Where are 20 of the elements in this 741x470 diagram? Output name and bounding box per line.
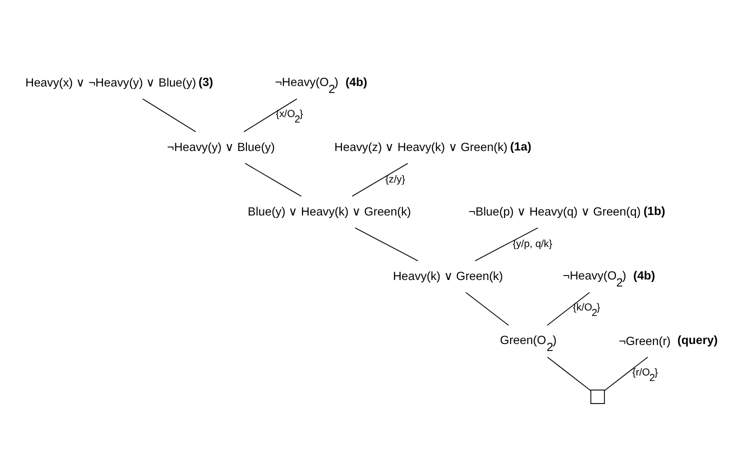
node-text: Heavy(z) ∨ Heavy(k) ∨ Green(k) (1a) <box>334 138 532 154</box>
node-text: ¬Heavy(y) ∨ Blue(y) <box>167 140 275 154</box>
connector <box>546 292 590 326</box>
connector <box>244 98 298 132</box>
connector <box>354 226 418 261</box>
node-text: ¬Blue(p) ∨ Heavy(q) ∨ Green(q) (1b) <box>468 203 666 218</box>
connector <box>546 356 592 391</box>
node-box <box>590 389 605 404</box>
edge-label: {z/y} <box>385 174 406 186</box>
node-text: Heavy(x) ∨ ¬Heavy(y) ∨ Blue(y) (3) <box>25 74 214 90</box>
edge-label: {y/p, q/k} <box>512 238 552 250</box>
connector <box>352 162 408 196</box>
node-text: ¬Green(r) (query) <box>618 332 718 348</box>
node-text: Blue(y) ∨ Heavy(k) ∨ Green(k) <box>248 204 411 218</box>
connector <box>474 226 538 261</box>
connector <box>604 356 648 391</box>
connector <box>142 98 196 132</box>
node-text: Heavy(k) ∨ Green(k) <box>393 268 503 283</box>
connector <box>244 162 302 196</box>
connector <box>465 292 509 326</box>
